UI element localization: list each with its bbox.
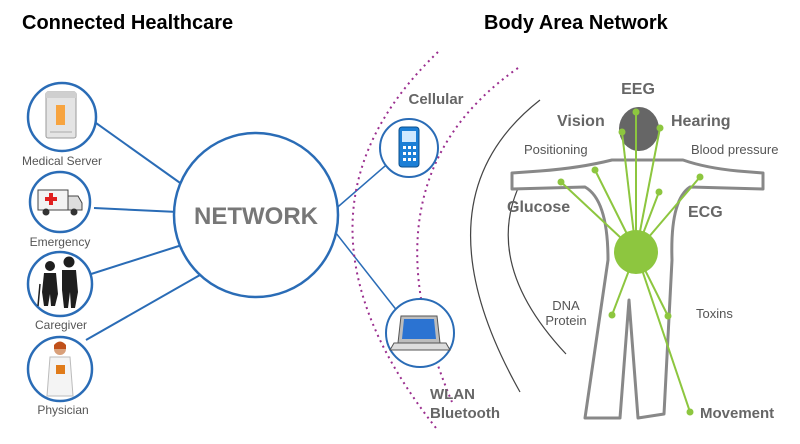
network-label: NETWORK	[194, 203, 319, 230]
arc-cellular-range	[351, 51, 439, 429]
title-body-area-network: Body Area Network	[484, 12, 669, 34]
bluetooth-label: Bluetooth	[430, 405, 500, 422]
positioning-label: Positioning	[524, 142, 588, 157]
body-outline	[510, 158, 765, 420]
node-eeg	[632, 108, 640, 116]
node-vision	[618, 128, 626, 136]
laptop-icon	[389, 315, 451, 351]
emergency-label: Emergency	[30, 235, 91, 249]
signal-arc-inner	[507, 175, 567, 355]
ambulance-icon	[37, 189, 83, 216]
caregiver-label: Caregiver	[35, 318, 87, 332]
dna-label: DNA	[552, 298, 580, 313]
sensor-nodes	[557, 108, 704, 416]
caregiver-circle	[26, 250, 94, 318]
device-wlan: WLAN Bluetooth	[385, 298, 500, 422]
client-medical-server: Medical Server	[22, 81, 102, 168]
network-hub	[172, 131, 340, 299]
node-hearing	[656, 124, 664, 132]
link-emergency	[93, 207, 179, 213]
blood-pressure-label: Blood pressure	[691, 142, 778, 157]
signal-arc-outer	[470, 99, 541, 393]
client-emergency: Emergency	[28, 170, 92, 249]
server-icon	[45, 91, 77, 139]
node-dna-protein	[608, 311, 616, 319]
node-positioning	[591, 166, 599, 174]
client-physician: Physician	[26, 335, 94, 417]
cell-phone-icon	[398, 126, 420, 168]
link-wlan	[331, 227, 399, 313]
ecg-label: ECG	[688, 204, 723, 221]
device-cellular: Cellular	[379, 91, 464, 178]
range-arcs	[351, 51, 519, 429]
node-blood-pressure	[696, 173, 704, 181]
movement-label: Movement	[700, 405, 774, 422]
node-glucose	[557, 178, 565, 186]
node-toxins	[664, 312, 672, 320]
signal-arcs	[470, 99, 567, 393]
node-ecg	[655, 188, 663, 196]
wlan-label: WLAN	[430, 386, 475, 403]
client-links	[85, 122, 201, 341]
physician-label: Physician	[37, 403, 88, 417]
client-caregiver: Caregiver	[26, 250, 94, 332]
title-connected-healthcare: Connected Healthcare	[22, 12, 233, 34]
line-movement	[635, 251, 691, 413]
toxins-label: Toxins	[696, 306, 733, 321]
hearing-label: Hearing	[671, 113, 731, 130]
link-caregiver	[87, 244, 183, 276]
glucose-label: Glucose	[507, 199, 570, 216]
vision-label: Vision	[557, 113, 605, 130]
medical-server-label: Medical Server	[22, 154, 102, 168]
head-shape	[619, 107, 659, 151]
cellular-label: Cellular	[408, 91, 463, 108]
eeg-label: EEG	[621, 81, 655, 98]
body-hub-node	[614, 230, 658, 274]
link-cellular	[331, 159, 393, 213]
device-links	[331, 159, 399, 313]
protein-label: Protein	[545, 313, 586, 328]
node-movement	[686, 408, 694, 416]
physician-icon	[46, 341, 74, 397]
link-medical-server	[95, 122, 184, 186]
link-physician	[85, 274, 201, 341]
caregiver-icon	[37, 256, 78, 308]
